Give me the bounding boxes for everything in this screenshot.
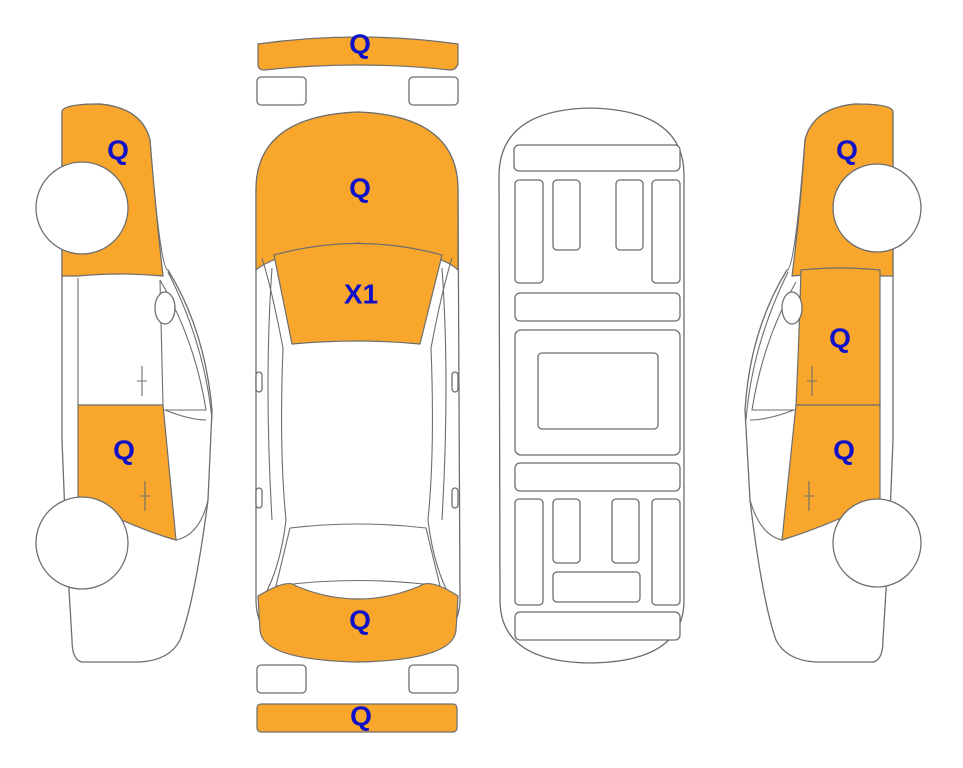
under-front-bar (513, 144, 681, 172)
right-side-view: Q Q Q (744, 103, 922, 663)
left-rear-quarter-line (164, 409, 209, 541)
under-front-right-box (615, 179, 644, 251)
left-front-fender-code: Q (107, 134, 129, 165)
under-rear-left-rail (514, 498, 544, 606)
windshield-code: X1 (344, 278, 378, 309)
front-bumper-code: Q (349, 28, 371, 59)
under-mid-bar-2 (514, 462, 681, 492)
under-rear-left-box (552, 498, 581, 564)
right-mirror (781, 291, 803, 325)
underside-view (498, 107, 685, 664)
rear-bumper-code: Q (350, 700, 372, 731)
right-handle-rear (451, 487, 459, 509)
rear-bumper-panel[interactable] (256, 703, 458, 733)
right-rear-quarter-line (749, 409, 795, 541)
right-handle-front (451, 371, 459, 393)
front-bumper-panel[interactable] (257, 36, 459, 71)
left-handle-front (255, 371, 263, 393)
front-right-light (408, 76, 459, 106)
top-view: Q Q X1 Q Q (255, 28, 461, 733)
under-rear-bar (514, 611, 681, 641)
right-front-fender-code: Q (836, 134, 858, 165)
left-side-view: Q Q (35, 103, 213, 663)
under-front-right-rail (651, 179, 681, 284)
left-mirror (154, 291, 176, 325)
hood-code: Q (349, 172, 371, 203)
under-rear-right-rail (651, 498, 681, 606)
left-front-handle (137, 366, 147, 396)
under-center-plate (537, 352, 659, 430)
under-front-left-box (552, 179, 581, 251)
rear-left-light (256, 664, 307, 694)
trunk-panel[interactable] (257, 583, 459, 663)
under-rear-right-box (611, 498, 640, 564)
left-roof-line (167, 271, 213, 421)
under-front-left-rail (514, 179, 544, 284)
right-body-line (427, 257, 453, 601)
under-rear-cross (552, 571, 641, 603)
right-rear-door-code: Q (833, 434, 855, 465)
left-rear-wheel (35, 496, 129, 590)
right-roof-line (745, 271, 789, 421)
right-rear-handle (804, 481, 814, 511)
left-rear-door-code: Q (113, 434, 135, 465)
left-handle-rear (255, 487, 263, 509)
right-window-line (441, 267, 447, 521)
trunk-code: Q (349, 604, 371, 635)
left-body-line (261, 257, 287, 601)
left-window-line (267, 267, 273, 521)
right-front-handle (807, 366, 817, 396)
right-front-door-code: Q (829, 322, 851, 353)
left-front-wheel (35, 161, 129, 255)
right-rear-wheel (832, 498, 922, 588)
under-mid-bar-1 (514, 292, 681, 322)
front-left-light (256, 76, 307, 106)
rear-right-light (408, 664, 459, 694)
left-rear-handle (140, 481, 150, 511)
windshield-panel[interactable] (273, 242, 443, 345)
right-front-wheel (832, 163, 922, 253)
